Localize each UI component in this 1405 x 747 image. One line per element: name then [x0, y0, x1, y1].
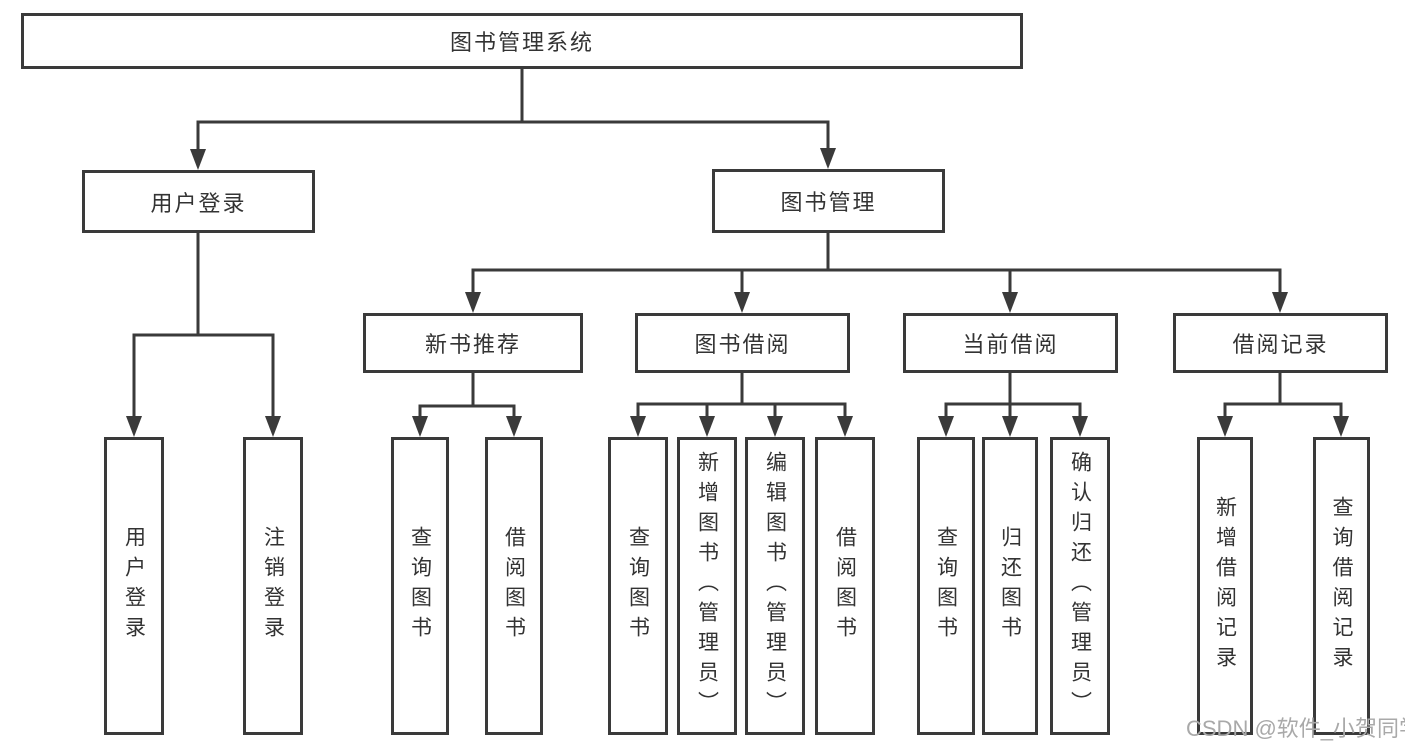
node-book-management: 图书管理: [712, 169, 945, 233]
node-label: 新增图书（管理员）: [695, 451, 719, 721]
node-borrowing-records: 借阅记录: [1173, 313, 1388, 373]
node-label: 确认归还（管理员）: [1068, 451, 1092, 721]
node-user-login: 用户登录: [82, 170, 315, 233]
node-root-system: 图书管理系统: [21, 13, 1023, 69]
csdn-watermark: CSDN @软件_小贺同学: [1186, 716, 1405, 741]
node-label: 注销登录: [261, 526, 285, 646]
node-label: 查询图书: [934, 526, 958, 646]
node-borrowing-query-books: 查询图书: [608, 437, 668, 735]
node-borrowing-edit-books-admin: 编辑图书（管理员）: [745, 437, 805, 735]
node-label: 借阅图书: [833, 526, 857, 646]
node-current-return-books: 归还图书: [982, 437, 1038, 735]
node-label: 新增借阅记录: [1213, 496, 1237, 676]
node-current-confirm-return-admin: 确认归还（管理员）: [1050, 437, 1110, 735]
node-label: 查询借阅记录: [1330, 496, 1353, 676]
node-label: 归还图书: [998, 526, 1022, 646]
node-label: 查询图书: [408, 526, 432, 646]
node-label: 用户登录: [150, 190, 247, 216]
node-label: 图书管理系统: [449, 30, 594, 55]
node-label: 图书借阅: [694, 332, 791, 357]
node-current-borrowing: 当前借阅: [903, 313, 1118, 373]
node-borrowing-add-books-admin: 新增图书（管理员）: [677, 437, 737, 735]
node-label: 用户登录: [122, 526, 146, 646]
node-label: 新书推荐: [424, 332, 521, 357]
node-label: 借阅图书: [502, 526, 526, 646]
node-book-borrowing: 图书借阅: [635, 313, 850, 373]
arrowhead-icons: [126, 148, 1349, 437]
node-label: 借阅记录: [1232, 332, 1329, 357]
node-logout-action: 注销登录: [243, 437, 303, 735]
node-new-book-recommend: 新书推荐: [363, 313, 583, 373]
node-records-query-record: 查询借阅记录: [1313, 437, 1370, 735]
node-current-query-books: 查询图书: [917, 437, 975, 735]
node-recommend-query-books: 查询图书: [391, 437, 449, 735]
node-records-add-record: 新增借阅记录: [1197, 437, 1253, 735]
node-borrowing-borrow-books: 借阅图书: [815, 437, 875, 735]
node-label: 当前借阅: [962, 332, 1059, 357]
node-label: 图书管理: [780, 190, 877, 215]
node-label: 查询图书: [626, 526, 650, 646]
node-recommend-borrow-books: 借阅图书: [485, 437, 543, 735]
node-label: 编辑图书（管理员）: [763, 451, 787, 721]
node-user-login-action: 用户登录: [104, 437, 164, 735]
